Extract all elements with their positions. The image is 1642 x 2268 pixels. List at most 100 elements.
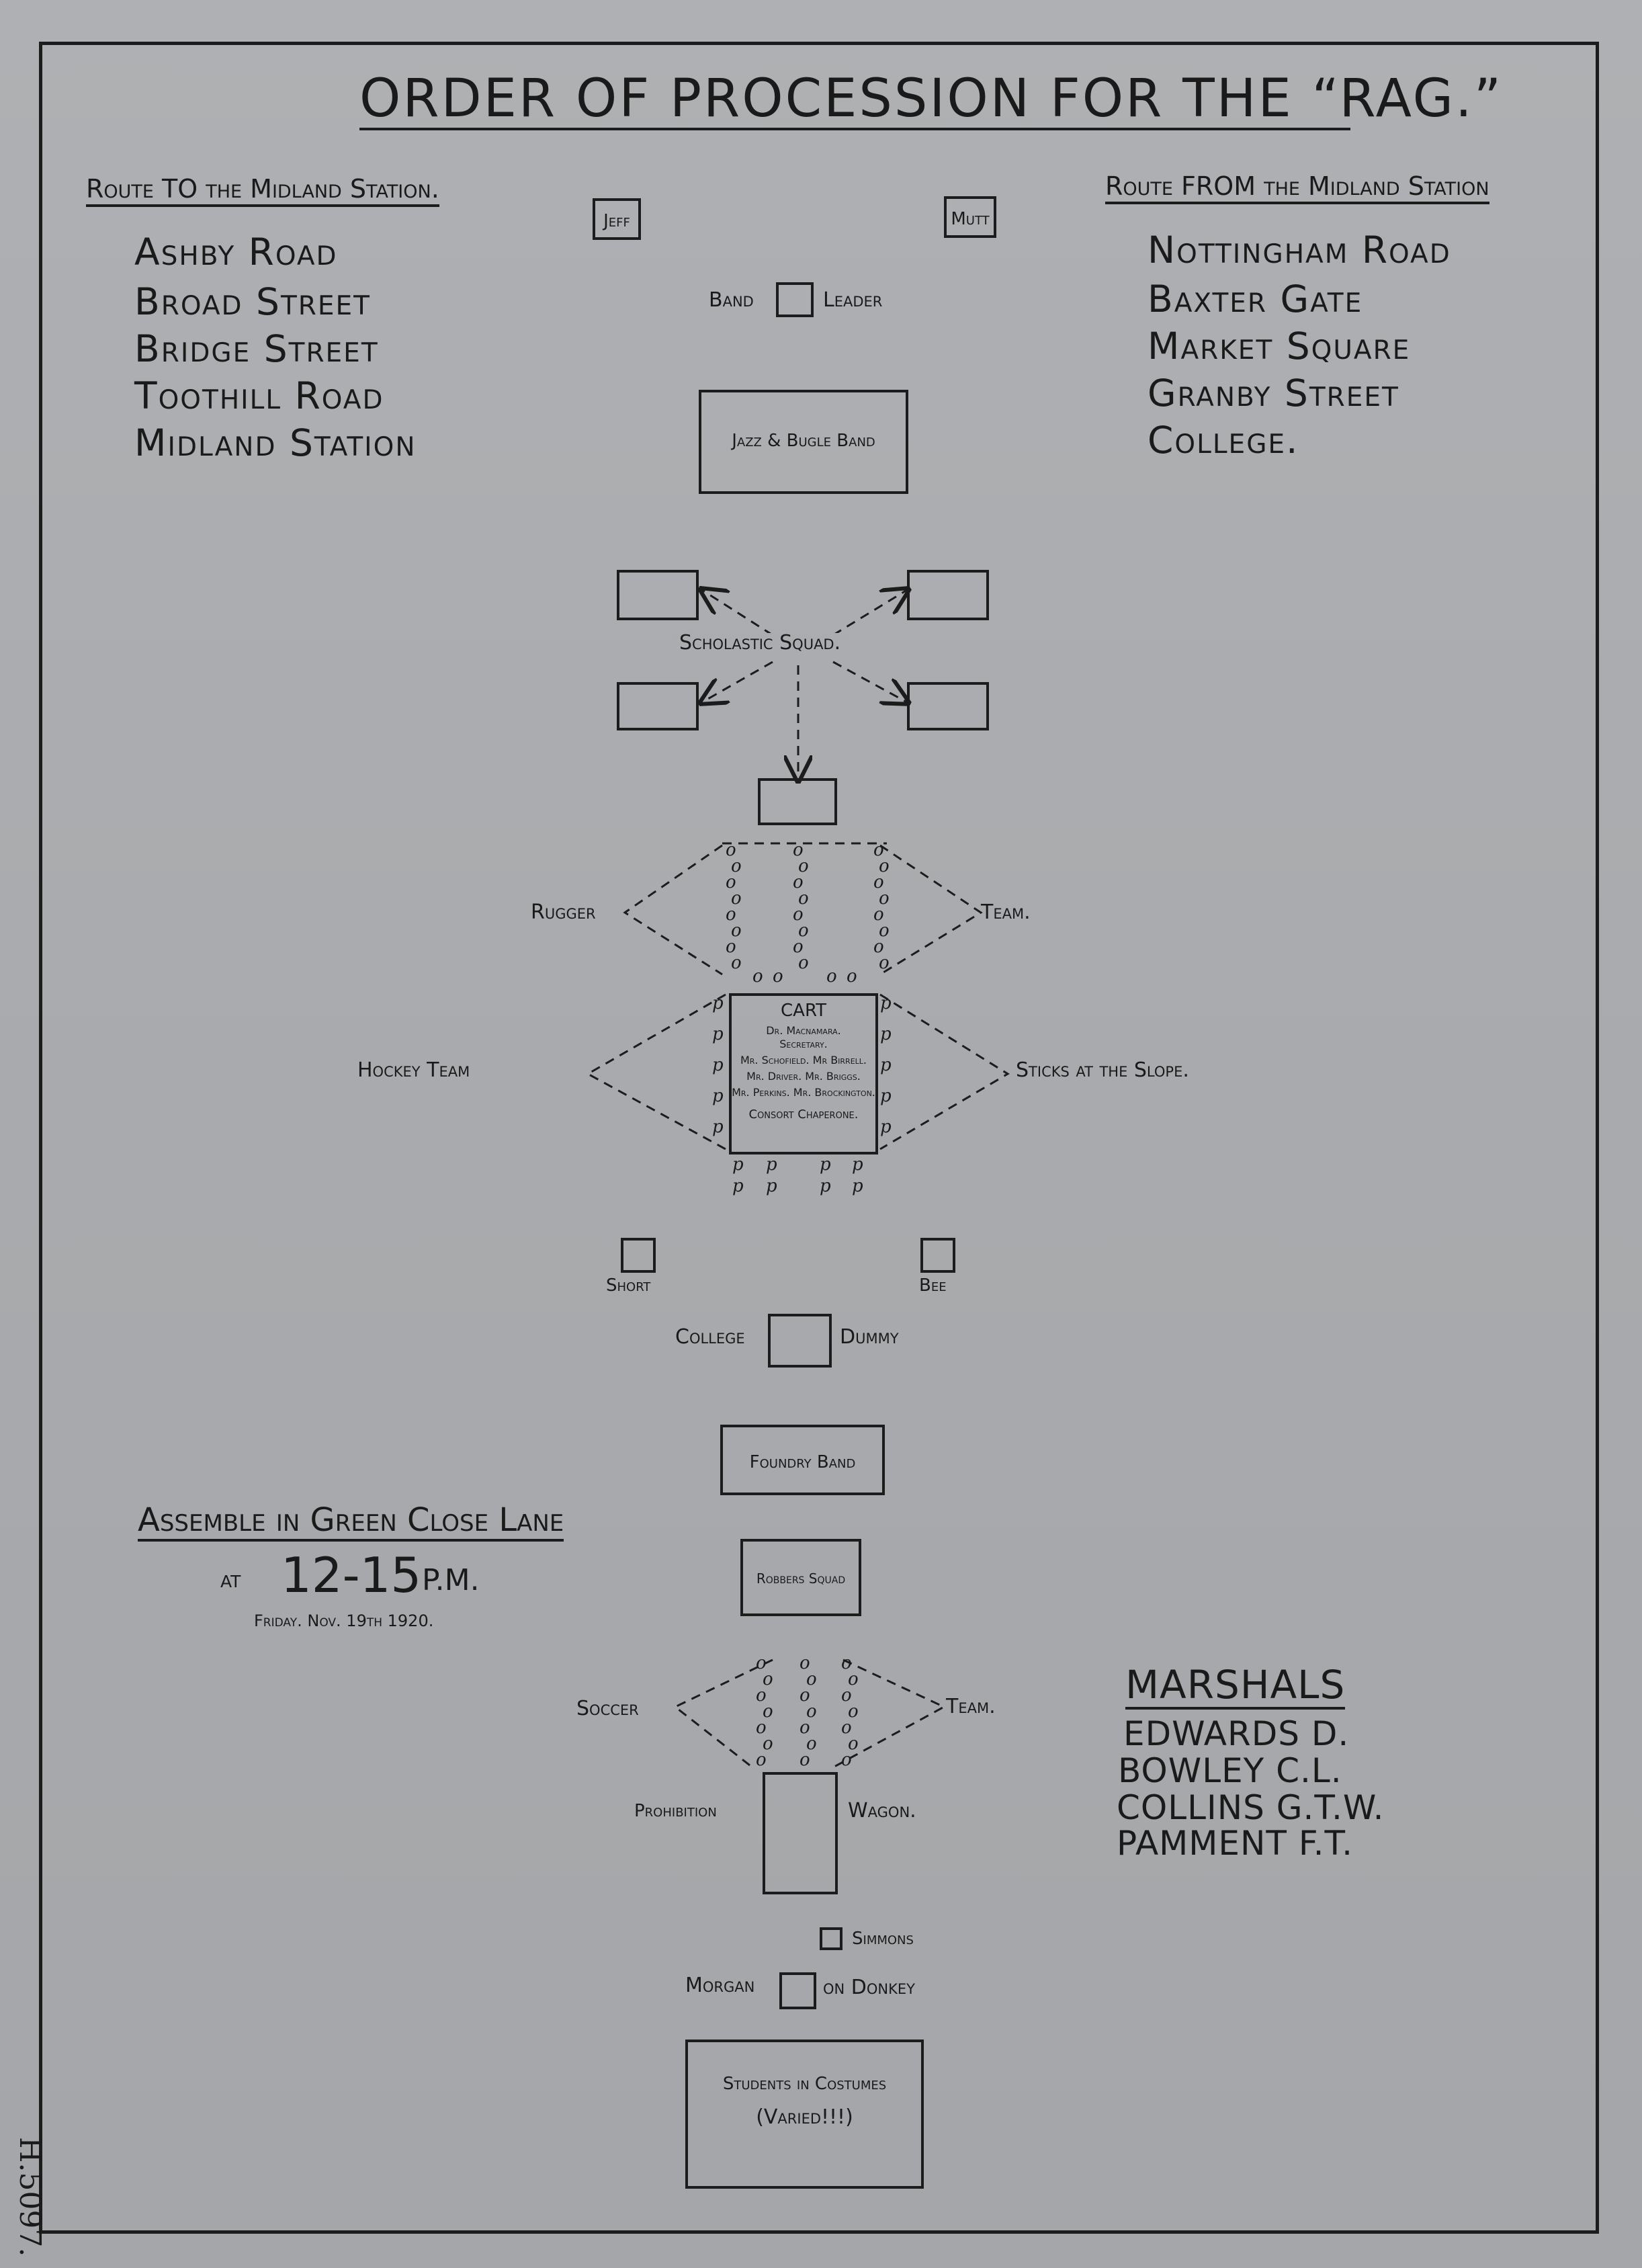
cart-box: CART Dr. Macnamara. Secretary. Mr. Schof… bbox=[729, 993, 878, 1154]
player-mark: o bbox=[756, 1685, 767, 1706]
route-to-item: Bridge Street bbox=[134, 327, 379, 370]
mutt-label: Mutt bbox=[951, 209, 990, 229]
player-mark: p bbox=[880, 993, 892, 1013]
player-mark: o bbox=[793, 905, 804, 925]
player-mark: o bbox=[879, 953, 890, 973]
page-title: ORDER OF PROCESSION FOR THE “RAG.” bbox=[359, 69, 1504, 130]
scholastic-squad-box bbox=[907, 570, 989, 620]
marshal-name: BOWLEY C.L. bbox=[1118, 1751, 1342, 1790]
player-mark: p bbox=[712, 1117, 724, 1137]
player-mark: o bbox=[800, 1685, 810, 1706]
jeff-box: Jeff bbox=[593, 198, 641, 240]
simmons-label: Simmons bbox=[852, 1929, 914, 1949]
player-mark: p bbox=[732, 1154, 744, 1175]
player-mark: o bbox=[848, 1702, 859, 1722]
hockey-label-left: Hockey Team bbox=[357, 1058, 470, 1082]
assemble-pm: P.M. bbox=[422, 1563, 480, 1597]
cart-passenger: Secretary. bbox=[779, 1038, 828, 1050]
player-mark: o bbox=[841, 1718, 852, 1738]
player-mark: o bbox=[726, 905, 736, 925]
player-mark: p bbox=[880, 1117, 892, 1137]
player-mark: o bbox=[841, 1750, 852, 1770]
player-mark: p bbox=[880, 1055, 892, 1075]
player-mark: o bbox=[841, 1685, 852, 1706]
morgan-label: Morgan bbox=[685, 1974, 755, 1997]
prohibition-label: Prohibition bbox=[634, 1801, 717, 1821]
scholastic-squad-label: Scholastic Squad. bbox=[675, 633, 845, 653]
route-to-item: Ashby Road bbox=[134, 230, 338, 274]
short-box bbox=[621, 1238, 656, 1273]
cart-passenger: Mr. Driver. Mr. Briggs. bbox=[746, 1070, 861, 1083]
player-mark: o bbox=[793, 937, 804, 957]
robbers-squad-box: Robbers Squad bbox=[740, 1539, 861, 1616]
route-from-item: Granby Street bbox=[1148, 372, 1399, 415]
player-mark: o bbox=[879, 921, 890, 941]
player-mark: p bbox=[766, 1176, 777, 1196]
soccer-label-right: Team. bbox=[946, 1695, 996, 1718]
player-mark: o bbox=[800, 1718, 810, 1738]
player-mark: p bbox=[712, 1055, 724, 1075]
rugger-right-dashes bbox=[879, 844, 983, 976]
robbers-squad-label: Robbers Squad bbox=[756, 1570, 846, 1587]
player-mark: o bbox=[731, 856, 742, 876]
bee-label: Bee bbox=[919, 1275, 947, 1296]
player-mark: p bbox=[880, 1024, 892, 1044]
player-mark: o bbox=[798, 953, 809, 973]
player-mark: o bbox=[798, 921, 809, 941]
player-mark: o bbox=[800, 1653, 810, 1673]
arrow-upper-left bbox=[702, 590, 773, 636]
route-from-item: College. bbox=[1148, 419, 1299, 462]
jazz-bugle-band-label: Jazz & Bugle Band bbox=[732, 431, 875, 451]
player-mark: o bbox=[731, 888, 742, 909]
route-to-heading: Route TO the Midland Station. bbox=[86, 176, 439, 207]
cart-passenger: Dr. Macnamara. bbox=[766, 1024, 841, 1037]
foundry-band-label: Foundry Band bbox=[749, 1452, 856, 1472]
assemble-heading: Assemble in Green Close Lane bbox=[138, 1504, 564, 1542]
rugger-label-left: Rugger bbox=[531, 900, 596, 924]
player-mark: o bbox=[873, 937, 884, 957]
soccer-label-left: Soccer bbox=[576, 1697, 639, 1720]
assemble-time: 12-15 bbox=[281, 1547, 422, 1603]
catalogue-number: H.5097. bbox=[13, 2137, 47, 2257]
player-mark: o bbox=[763, 1734, 773, 1754]
foundry-band-box: Foundry Band bbox=[720, 1425, 885, 1495]
player-mark: p bbox=[766, 1154, 777, 1175]
player-mark: o bbox=[841, 1653, 852, 1673]
marshal-name: EDWARDS D. bbox=[1123, 1714, 1350, 1753]
player-mark: o bbox=[826, 966, 837, 986]
player-mark: o bbox=[793, 872, 804, 892]
scholastic-squad-box bbox=[758, 778, 837, 825]
short-label: Short bbox=[606, 1275, 651, 1296]
player-mark: o bbox=[726, 840, 736, 860]
player-mark: o bbox=[806, 1669, 817, 1689]
player-mark: o bbox=[763, 1669, 773, 1689]
simmons-box bbox=[820, 1927, 842, 1950]
player-mark: o bbox=[848, 1669, 859, 1689]
marshal-name: COLLINS G.T.W. bbox=[1117, 1788, 1385, 1827]
rugger-left-dashes bbox=[623, 844, 723, 976]
cart-title: CART bbox=[781, 1001, 826, 1021]
route-to-item: Broad Street bbox=[134, 280, 371, 323]
player-mark: o bbox=[848, 1734, 859, 1754]
player-mark: o bbox=[756, 1718, 767, 1738]
soccer-left-dashes bbox=[673, 1658, 773, 1769]
hockey-right-dashes bbox=[879, 993, 1010, 1150]
player-mark: p bbox=[820, 1154, 831, 1175]
route-to-item: Midland Station bbox=[134, 421, 417, 464]
player-mark: o bbox=[873, 872, 884, 892]
scholastic-squad-box bbox=[617, 682, 699, 730]
scholastic-squad-box bbox=[907, 682, 989, 730]
jazz-bugle-band-box: Jazz & Bugle Band bbox=[699, 390, 908, 494]
player-mark: o bbox=[793, 840, 804, 860]
students-label: Students in Costumes bbox=[722, 2074, 887, 2094]
player-mark: p bbox=[820, 1176, 831, 1196]
route-from-item: Nottingham Road bbox=[1148, 228, 1451, 271]
marshal-name: PAMMENT F.T. bbox=[1117, 1824, 1353, 1863]
player-mark: o bbox=[806, 1702, 817, 1722]
arrow-lower-right bbox=[832, 661, 907, 702]
player-mark: p bbox=[712, 993, 724, 1013]
player-mark: o bbox=[806, 1734, 817, 1754]
player-mark: p bbox=[880, 1086, 892, 1106]
donkey-label: on Donkey bbox=[823, 1976, 915, 1999]
